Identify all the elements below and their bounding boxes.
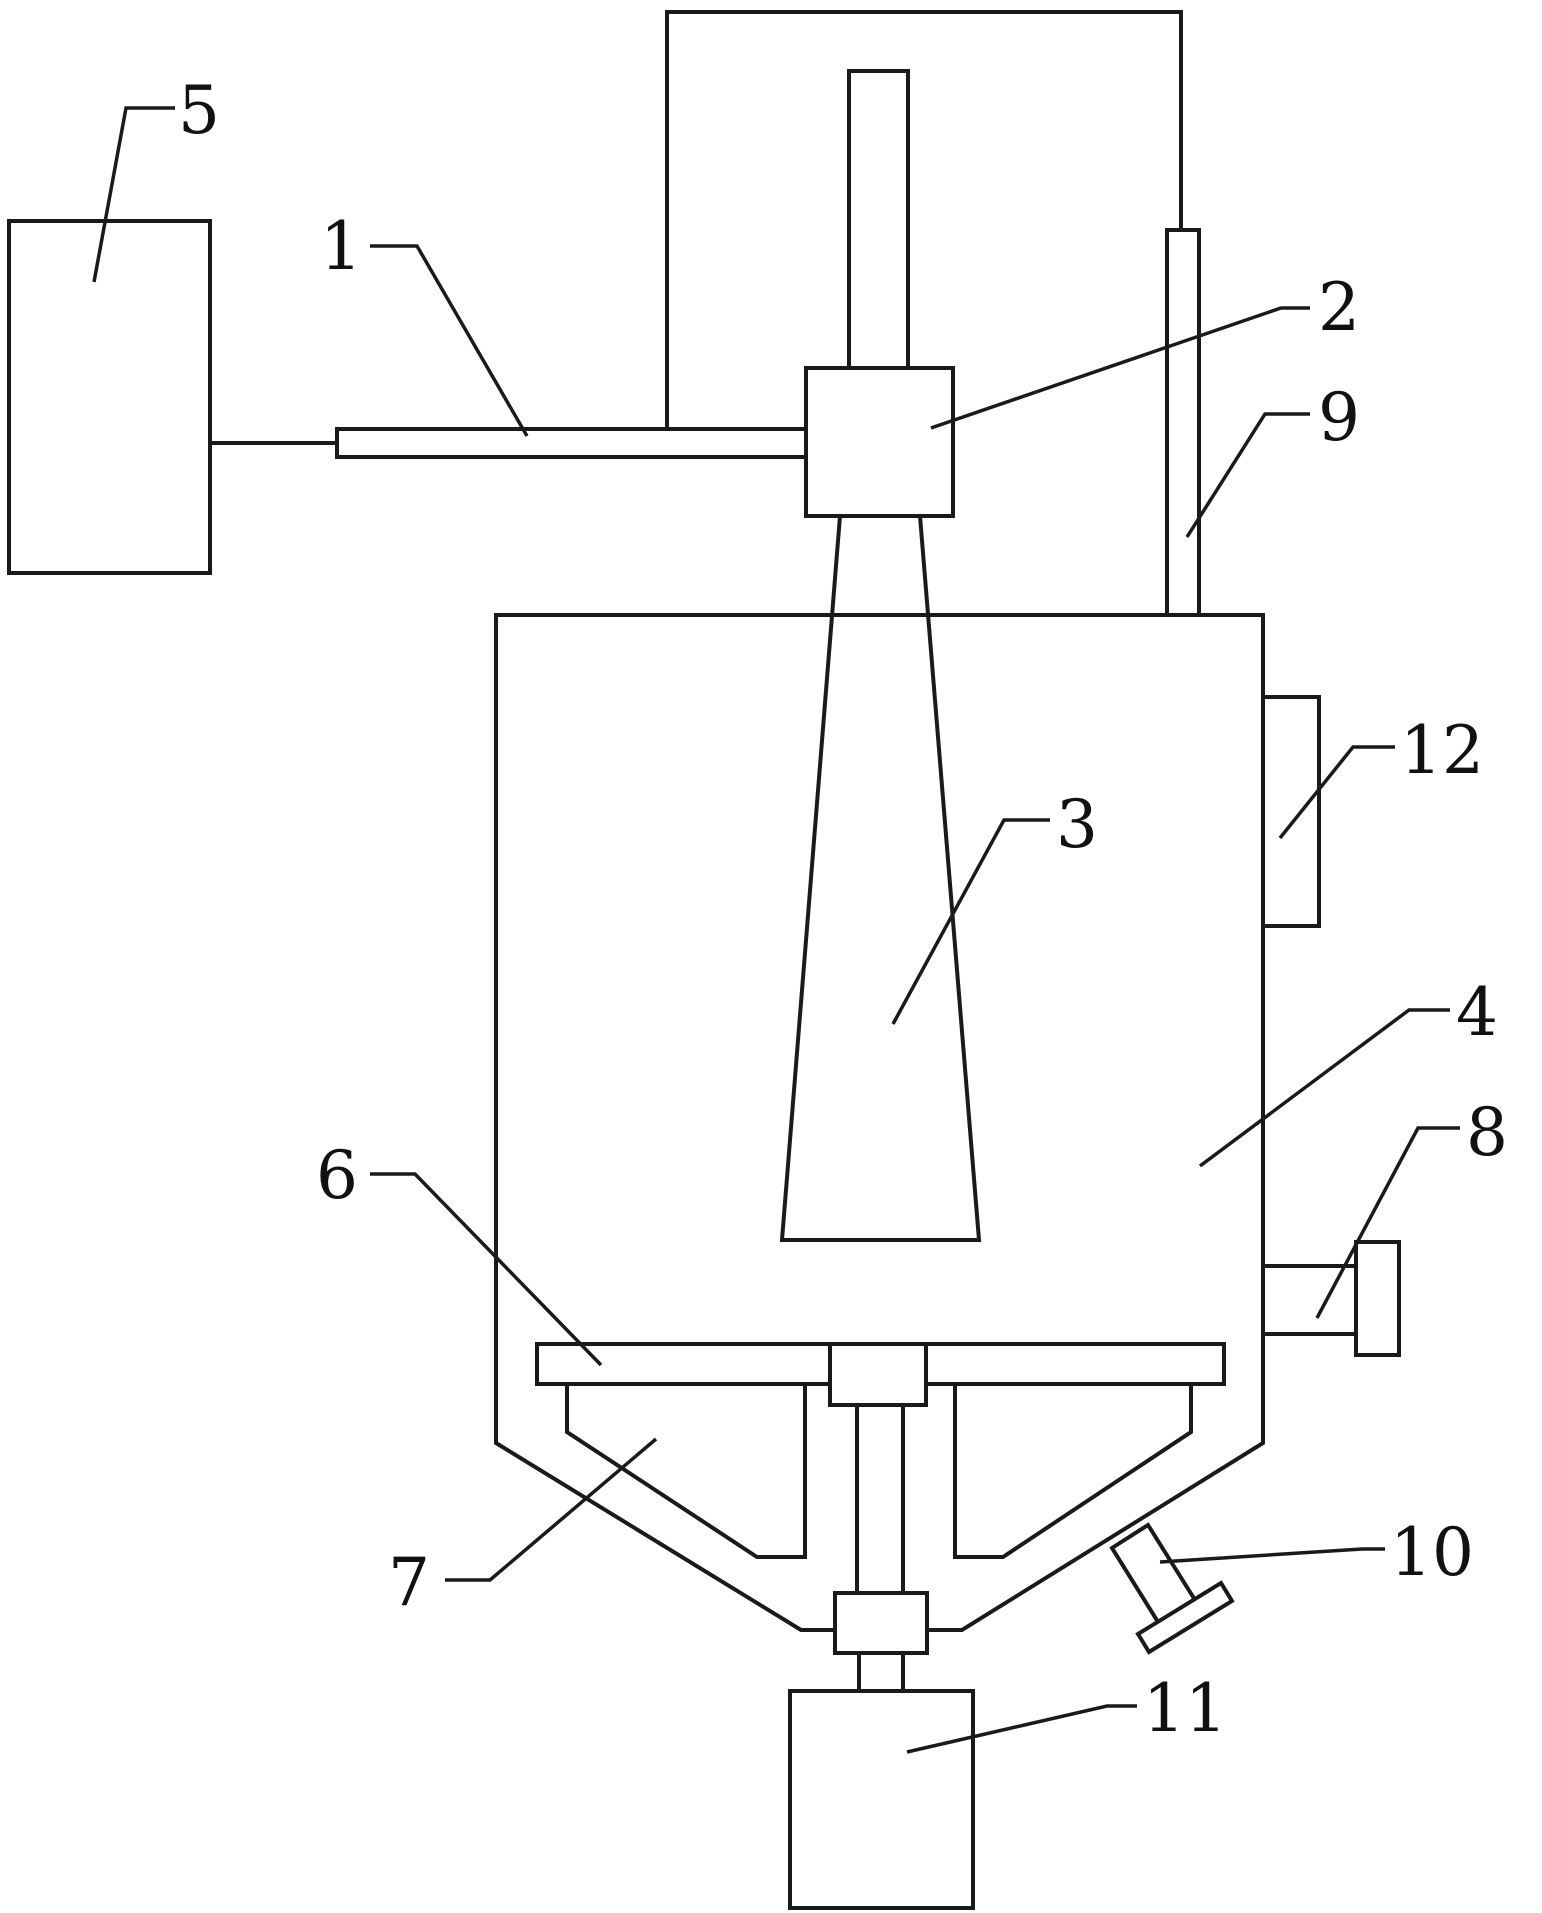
supply-pipe-1 [335,427,811,459]
side-outlet-8 [1261,1264,1358,1336]
callout-label-5: 5 [178,72,220,149]
callout-label-2: 2 [1318,269,1360,346]
leader-7 [445,1437,658,1582]
lower-shaft [857,1651,905,1693]
callout-label-12: 12 [1400,712,1484,789]
vent-pipe-9 [1165,228,1201,617]
shaft-coupling [833,1591,929,1655]
junction-block-2 [804,366,955,518]
drive-shaft [855,1403,905,1595]
callout-label-1: 1 [320,208,362,285]
return-line-loop [665,10,1183,429]
leader-6 [370,1172,603,1367]
scraper-blade-7-left [565,1384,807,1559]
leader-8 [1315,1126,1460,1319]
discharge-flange-10 [1135,1580,1235,1655]
external-unit-5 [7,219,212,575]
leader-5 [92,106,175,283]
leader-10 [1159,1547,1385,1564]
callout-label-8: 8 [1466,1094,1508,1171]
vessel-body-4 [494,613,1265,1632]
callout-label-4: 4 [1456,974,1498,1051]
callout-label-11: 11 [1143,1670,1227,1747]
callout-label-6: 6 [316,1137,358,1214]
scraper-blade-7-right [953,1384,1193,1559]
callout-label-10: 10 [1390,1514,1474,1591]
disc-hub [828,1342,928,1407]
vertical-shaft-above-block [847,69,910,370]
leader-12 [1278,745,1395,840]
leader-2 [930,306,1310,430]
leader-1 [370,244,529,437]
callout-label-3: 3 [1056,786,1098,863]
motor-11 [788,1689,975,1910]
leader-3 [891,818,1050,1025]
leader-4 [1198,1008,1450,1168]
callout-label-7: 7 [388,1544,430,1621]
leader-9 [1185,412,1310,538]
side-panel-12 [1261,695,1321,928]
callout-label-9: 9 [1318,379,1360,456]
spray-cone-3 [779,514,982,1242]
leader-11 [906,1704,1137,1754]
side-outlet-flange-8 [1354,1240,1401,1357]
